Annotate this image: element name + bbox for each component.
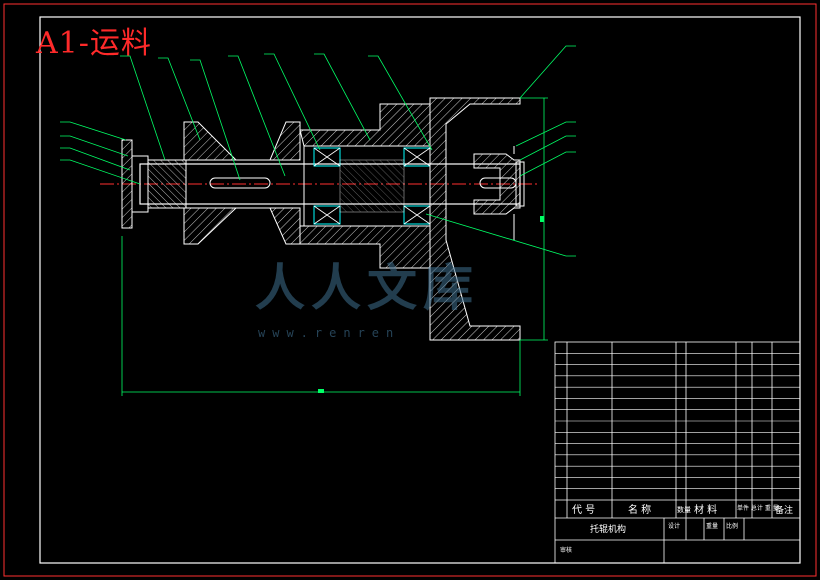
bom-header-remark: 备注: [775, 504, 793, 516]
approval-design: 设计: [668, 522, 680, 530]
right-flange: [473, 146, 525, 240]
v-roller: [183, 121, 301, 245]
left-end-cap: [121, 139, 187, 229]
drawing-frame: [39, 16, 801, 564]
bom-header-qty: 数量: [677, 505, 691, 514]
approval-check: 审核: [560, 546, 572, 554]
approval-ratio: 比例: [726, 522, 738, 530]
assembly-name: 托辊机构: [590, 523, 626, 535]
bom-header-name: 名 称: [628, 503, 651, 516]
leader-lines: [60, 45, 576, 257]
bom-header-code: 代 号: [572, 504, 595, 516]
bom-header-material: 材 料: [694, 503, 717, 516]
watermark-logo: 人人文库: [255, 258, 479, 317]
approval-weight: 重量: [706, 522, 718, 530]
bearing-housing: [299, 103, 431, 269]
outer-border: [3, 3, 817, 577]
sheet-title: A1-运料: [36, 26, 152, 61]
bracket-plate: [429, 97, 521, 341]
bom-header-weight: 单件 总计 重 量: [737, 504, 779, 512]
bom-rows: [555, 352, 800, 490]
watermark-url: www.renren: [258, 326, 401, 340]
dimension-overall-length: [121, 97, 548, 396]
